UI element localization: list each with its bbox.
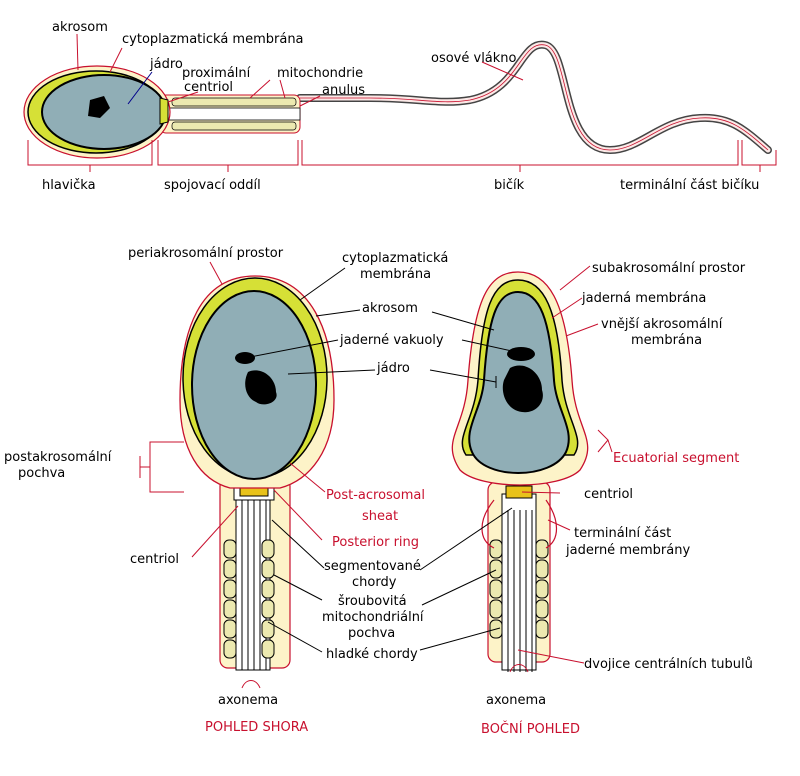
label-connecting-piece: spojovací oddíl <box>164 178 261 193</box>
right-pointers <box>419 265 613 673</box>
label-terminal-nuclear-1: terminální část <box>574 526 671 541</box>
label-side-view: BOČNÍ POHLED <box>481 721 580 737</box>
label-proximal-centriole: centriol <box>184 80 233 95</box>
label-cytoplasmic-membrane: cytoplazmatická membrána <box>122 32 304 47</box>
label-cytoplasmic-2: membrána <box>360 267 431 282</box>
label-flagellum: bičík <box>494 178 525 193</box>
label-post-acrosomal-sheat-1: Post-acrosomal <box>326 488 425 503</box>
label-outer-acrosomal-2: membrána <box>631 333 702 348</box>
label-centriole-right: centriol <box>584 487 633 502</box>
label-top-view: POHLED SHORA <box>205 720 308 735</box>
label-central-pair: dvojice centrálních tubulů <box>584 657 753 672</box>
label-akrosom: akrosom <box>52 20 108 35</box>
label-terminal-nuclear-2: jaderné membrány <box>565 543 690 558</box>
label-helical-3: pochva <box>348 626 395 641</box>
label-axial-filament: osové vlákno <box>431 51 517 66</box>
label-centriole-left: centriol <box>130 552 179 567</box>
label-segmented-1: segmentované <box>324 559 421 574</box>
label-periacrosomal-space: periakrosomální prostor <box>128 246 284 261</box>
label-nuclear-vacuoles: jaderné vakuoly <box>339 333 444 348</box>
left-pointers <box>139 261 376 689</box>
left-vacuole-shape <box>245 370 277 405</box>
left-mitochondria <box>223 539 275 659</box>
whole-sperm-drawing <box>23 40 772 159</box>
label-cytoplasmic-1: cytoplazmatická <box>342 251 448 266</box>
top-vacuole-shape <box>88 96 110 118</box>
side-view-drawing <box>451 271 589 672</box>
right-axonema-lines <box>507 510 533 672</box>
label-equatorial-segment: Ecuatorial segment <box>613 451 739 466</box>
label-postacrosomal-2: pochva <box>18 466 65 481</box>
label-axonema-right: axonema <box>486 693 546 708</box>
label-nucleus-top: jádro <box>149 57 183 72</box>
label-anulus: anulus <box>322 83 365 98</box>
label-postacrosomal-1: postakrosomální <box>4 450 112 465</box>
label-nuclear-membrane: jaderná membrána <box>581 291 706 306</box>
label-proximal: proximální <box>182 66 251 81</box>
label-subacrosomal-space: subakrosomální prostor <box>592 261 746 276</box>
right-vacuole-shape <box>502 365 543 413</box>
label-axonema-left: axonema <box>218 693 278 708</box>
label-terminal-piece: terminální část bičíku <box>620 178 759 193</box>
label-smooth-columns: hladké chordy <box>326 647 418 662</box>
label-helical-1: šroubovitá <box>338 594 407 609</box>
label-helical-2: mitochondriální <box>322 610 424 625</box>
label-outer-acrosomal-1: vnější akrosomální <box>601 317 723 332</box>
top-pointers <box>76 33 524 107</box>
label-segmented-2: chordy <box>352 575 397 590</box>
right-mitochondria <box>489 539 549 639</box>
label-mitochondria: mitochondrie <box>277 66 363 81</box>
left-axonema-lines <box>241 500 267 670</box>
label-post-acrosomal-sheat-2: sheat <box>362 509 398 524</box>
midpiece-mitochondria <box>171 97 297 131</box>
label-head: hlavička <box>42 178 96 193</box>
top-brackets <box>27 140 777 172</box>
label-acrosome: akrosom <box>362 301 418 316</box>
top-view-drawing <box>179 275 335 671</box>
label-nucleus-left: jádro <box>376 361 410 376</box>
label-posterior-ring: Posterior ring <box>332 535 419 550</box>
